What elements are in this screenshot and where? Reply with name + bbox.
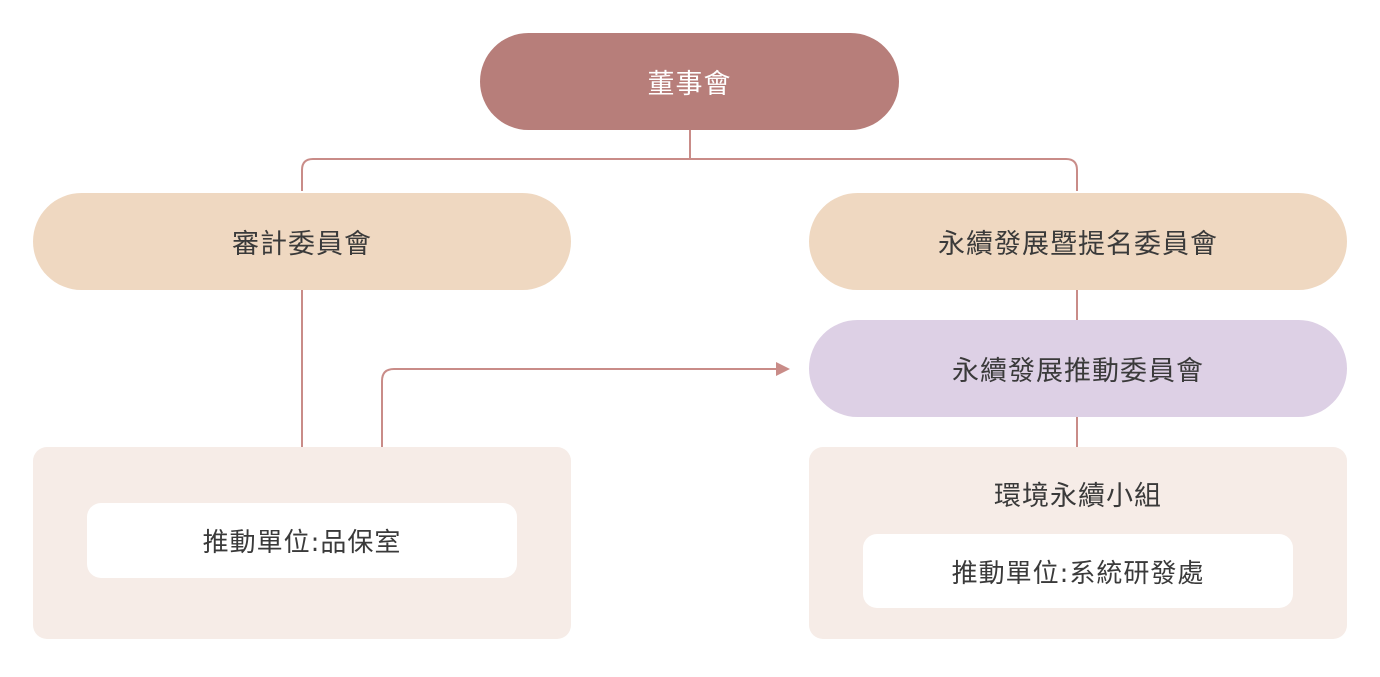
board-branch-line	[301, 158, 1078, 191]
left-to-promo-arrow-line	[381, 368, 776, 447]
arrowhead-icon	[776, 362, 790, 376]
left-unit-label: 推動單位:品保室	[202, 528, 402, 558]
sustainability-promotion-committee-label: 永續發展推動委員會	[952, 356, 1204, 387]
board-label: 董事會	[647, 69, 732, 100]
board-node: 董事會	[480, 33, 899, 130]
sustainability-promotion-committee-node: 永續發展推動委員會	[809, 320, 1347, 417]
sustainability-nomination-committee-label: 永續發展暨提名委員會	[938, 229, 1218, 260]
left-unit-box: 推動單位:品保室	[87, 503, 517, 578]
env-group-unit-box: 推動單位:系統研發處	[863, 534, 1293, 608]
sustainability-nomination-committee-node: 永續發展暨提名委員會	[809, 193, 1347, 290]
env-group-unit-label: 推動單位:系統研發處	[951, 558, 1205, 589]
env-group-title: 環境永續小組	[994, 481, 1162, 512]
audit-committee-node: 審計委員會	[33, 193, 571, 290]
audit-committee-label: 審計委員會	[232, 229, 372, 260]
